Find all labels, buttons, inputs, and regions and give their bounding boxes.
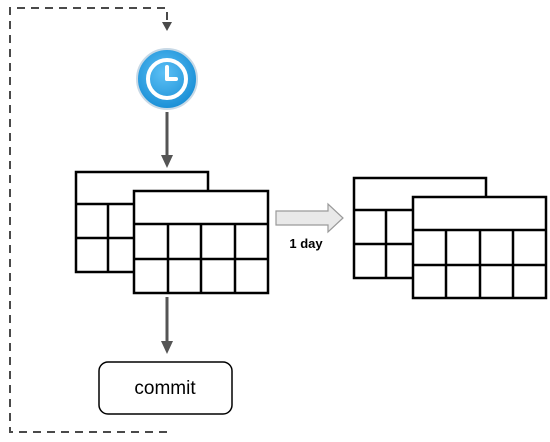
- transition-label: 1 day: [289, 236, 323, 251]
- down-arrow-2: [161, 297, 173, 354]
- down-arrow-1: [161, 112, 173, 168]
- loop-arrowhead: [162, 22, 172, 31]
- clock-icon: [136, 48, 198, 110]
- table-stack-right: [352, 176, 548, 300]
- commit-label: commit: [134, 378, 196, 399]
- table-stack-left: [74, 170, 270, 295]
- commit-box: commit: [98, 361, 233, 415]
- dashed-loop-line: [9, 7, 168, 433]
- transition-arrow: [275, 202, 344, 234]
